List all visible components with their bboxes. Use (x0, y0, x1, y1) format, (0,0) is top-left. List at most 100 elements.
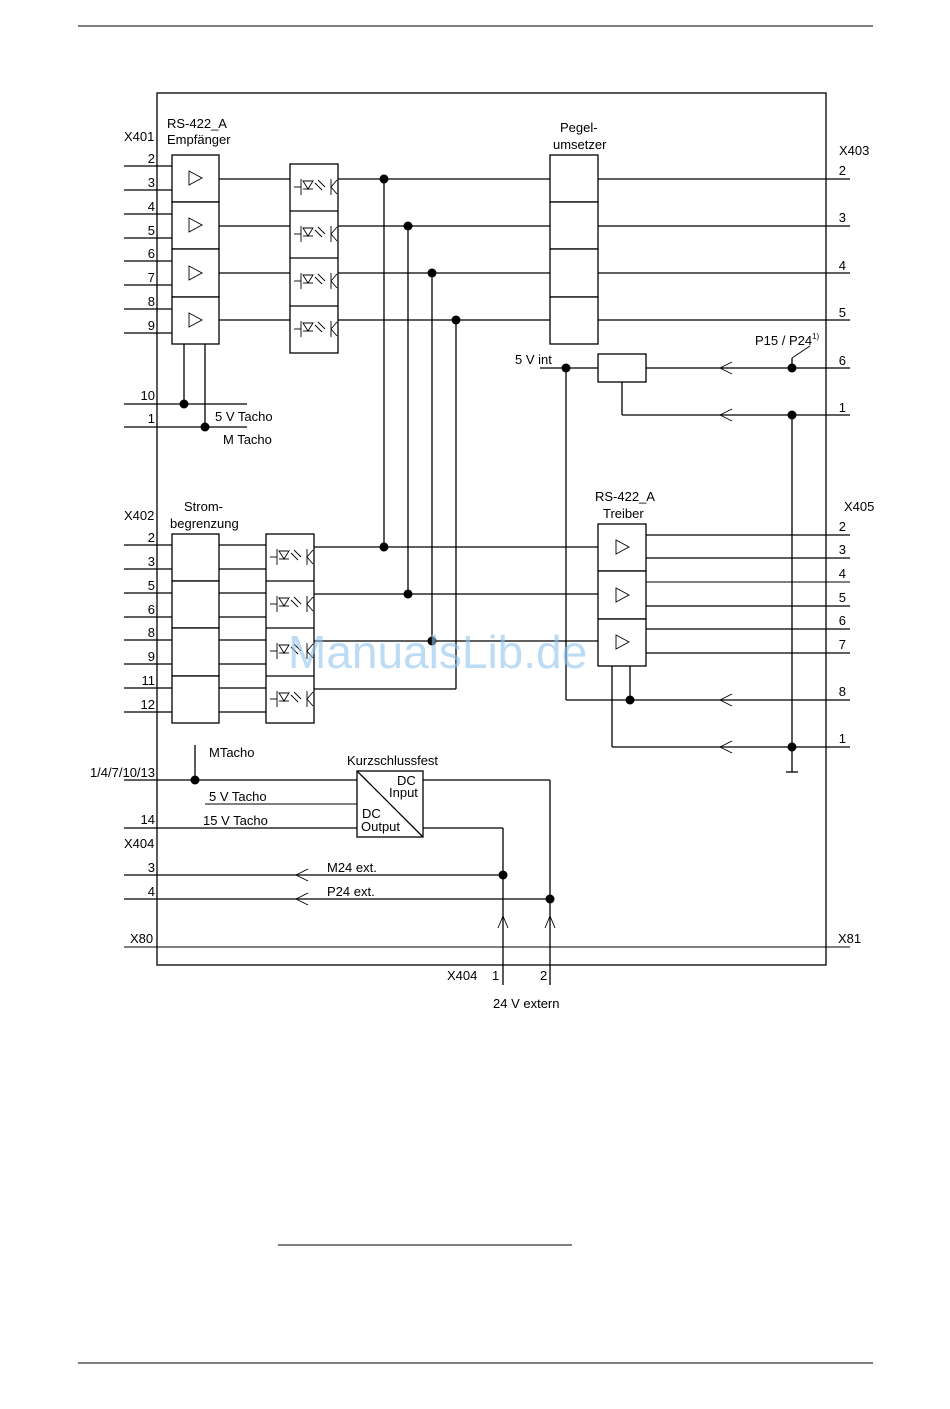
x81-label: X81 (838, 931, 861, 946)
x402-pin: 2 (148, 530, 155, 545)
dc-dc-converter (356, 770, 424, 838)
x404-pin: 3 (148, 860, 155, 875)
x401-label: X401 (124, 129, 154, 144)
power-wires (124, 745, 850, 985)
dc-input-label-1: DC (397, 773, 416, 788)
x404-pin: 14 (141, 812, 155, 827)
junction-dot (787, 363, 797, 373)
dc-input-label-2: Input (389, 785, 418, 800)
x405-label: X405 (844, 499, 874, 514)
x404-label: X404 (124, 836, 154, 851)
rs422-receiver-block (171, 154, 220, 345)
dc-output-label-1: DC (362, 806, 381, 821)
junction-dot (787, 410, 797, 420)
x404-pin: 4 (148, 884, 155, 899)
x405-pin: 1 (839, 731, 846, 746)
junction-dot (179, 399, 189, 409)
x401-pin: 8 (148, 294, 155, 309)
junction-dot (403, 589, 413, 599)
x401-pin: 10 (141, 388, 155, 403)
x402-pin: 9 (148, 649, 155, 664)
x405-pin: 4 (839, 566, 846, 581)
x402-label: X402 (124, 508, 154, 523)
driver-title-2: Treiber (603, 506, 644, 521)
x403-pin: 5 (839, 305, 846, 320)
x401-pin: 6 (148, 246, 155, 261)
level-shifter-block (549, 154, 599, 345)
bus-wires (383, 179, 457, 689)
junction-dot (427, 636, 437, 646)
junction-dot (379, 174, 389, 184)
opto-to-level-shifter-wires (338, 178, 550, 321)
driver-title-1: RS-422_A (595, 489, 655, 504)
x401-pin: 4 (148, 199, 155, 214)
module-frame (156, 92, 827, 966)
x404-bottom-label: X404 (447, 968, 477, 983)
junction-dot (200, 422, 210, 432)
junction-dot (403, 221, 413, 231)
x403-pin: 4 (839, 258, 846, 273)
current-limit-title-1: Strom- (184, 499, 223, 514)
x401-5v-tacho-label: 5 V Tacho (215, 409, 273, 424)
x403-pin-lines (598, 178, 850, 321)
short-circuit-proof-label: Kurzschlussfest (347, 753, 438, 768)
junction-dot (451, 315, 461, 325)
x403-pin: 2 (839, 163, 846, 178)
x405-pin: 3 (839, 542, 846, 557)
rs422-driver-block (597, 523, 647, 667)
junction-dot (427, 268, 437, 278)
x405-pin: 5 (839, 590, 846, 605)
opto-to-driver-wires (314, 546, 598, 690)
x402-pin: 3 (148, 554, 155, 569)
x401-pin-lines (124, 165, 247, 428)
x403-pin: 1 (839, 400, 846, 415)
watermark: ManualsLib.de (288, 626, 587, 678)
junction-dot (787, 742, 797, 752)
junction-dot (190, 775, 200, 785)
x402-pin: 5 (148, 578, 155, 593)
x402-pin: 8 (148, 625, 155, 640)
x405-pin: 2 (839, 519, 846, 534)
junction-dot (625, 695, 635, 705)
receiver-opto-wires (219, 178, 290, 321)
junction-dot (561, 363, 571, 373)
x401-pin: 2 (148, 151, 155, 166)
x403-label: X403 (839, 143, 869, 158)
junction-dot (498, 870, 508, 880)
x405-pin: 8 (839, 684, 846, 699)
x401-block-title-2: Empfänger (167, 132, 231, 147)
x405-pin-lines (598, 534, 850, 748)
dc-output-label-2: Output (361, 819, 400, 834)
x404-bottom-pin: 2 (540, 968, 547, 983)
supply-wires (540, 345, 850, 773)
x404-15v-tacho-label: 15 V Tacho (203, 813, 268, 828)
current-limit-opto-wires (219, 544, 266, 713)
x401-m-tacho-label: M Tacho (223, 432, 272, 447)
x402-pin-lines (124, 544, 172, 713)
x402-pin: 6 (148, 602, 155, 617)
level-shifter-title-2: umsetzer (553, 137, 607, 152)
mtacho-label: MTacho (209, 745, 255, 760)
x402-pin: 12 (141, 697, 155, 712)
p24-ext-label: P24 ext. (327, 884, 375, 899)
x401-pin: 9 (148, 318, 155, 333)
junction-dot (379, 542, 389, 552)
m24-ext-label: M24 ext. (327, 860, 377, 875)
optocoupler-bottom (265, 533, 315, 724)
x401-pin: 3 (148, 175, 155, 190)
x401-pin: 1 (148, 411, 155, 426)
x404-pin-list: 1/4/7/10/13 (90, 765, 155, 780)
x80-label: X80 (130, 931, 153, 946)
x401-pin: 5 (148, 223, 155, 238)
x405-pin: 6 (839, 613, 846, 628)
x405-pin: 7 (839, 637, 846, 652)
current-limit-title-2: begrenzung (170, 516, 239, 531)
x404-bottom-pin: 1 (492, 968, 499, 983)
5v-int-label: 5 V int (515, 352, 552, 367)
level-shifter-title-1: Pegel- (560, 120, 598, 135)
current-limit-block (171, 533, 220, 724)
x402-pin: 11 (142, 673, 156, 688)
junction-dot (545, 894, 555, 904)
x404-5v-tacho-label: 5 V Tacho (209, 789, 267, 804)
